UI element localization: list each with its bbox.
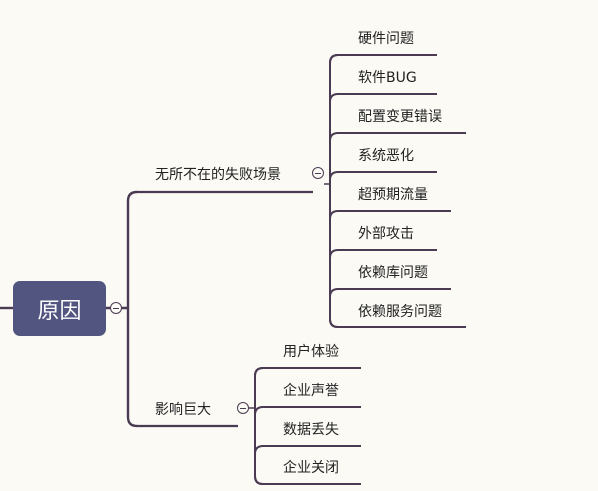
root-node-label: 原因 (37, 298, 82, 324)
leaf-label[interactable]: 外部攻击 (358, 226, 414, 242)
leaf-label[interactable]: 企业声誉 (283, 383, 339, 399)
leaf-label[interactable]: 配置变更错误 (358, 109, 442, 125)
leaf-label[interactable]: 硬件问题 (358, 31, 414, 47)
group-bracket-2 (254, 367, 264, 485)
group-2-leaf-lines (254, 367, 361, 485)
leaf-label[interactable]: 用户体验 (283, 344, 339, 360)
root-node[interactable]: 原因 (13, 281, 106, 336)
leaf-label[interactable]: 软件BUG (358, 70, 417, 86)
leaf-label[interactable]: 依赖服务问题 (358, 304, 442, 320)
leaf-label[interactable]: 系统恶化 (358, 148, 414, 164)
branch-collapse-button-1[interactable] (312, 167, 324, 179)
branch-label-2[interactable]: 影响巨大 (155, 402, 211, 418)
leaf-label[interactable]: 依赖库问题 (358, 265, 428, 281)
leaf-label[interactable]: 超预期流量 (358, 187, 428, 203)
group-1-leaf-lines (329, 54, 466, 328)
branch-collapse-button-2[interactable] (237, 402, 249, 414)
leaf-label[interactable]: 企业关闭 (283, 460, 339, 476)
leaf-label[interactable]: 数据丢失 (283, 422, 339, 438)
branch-label-1[interactable]: 无所不在的失败场景 (155, 167, 281, 183)
root-collapse-button[interactable] (110, 302, 122, 314)
trunk-edge (126, 190, 138, 428)
